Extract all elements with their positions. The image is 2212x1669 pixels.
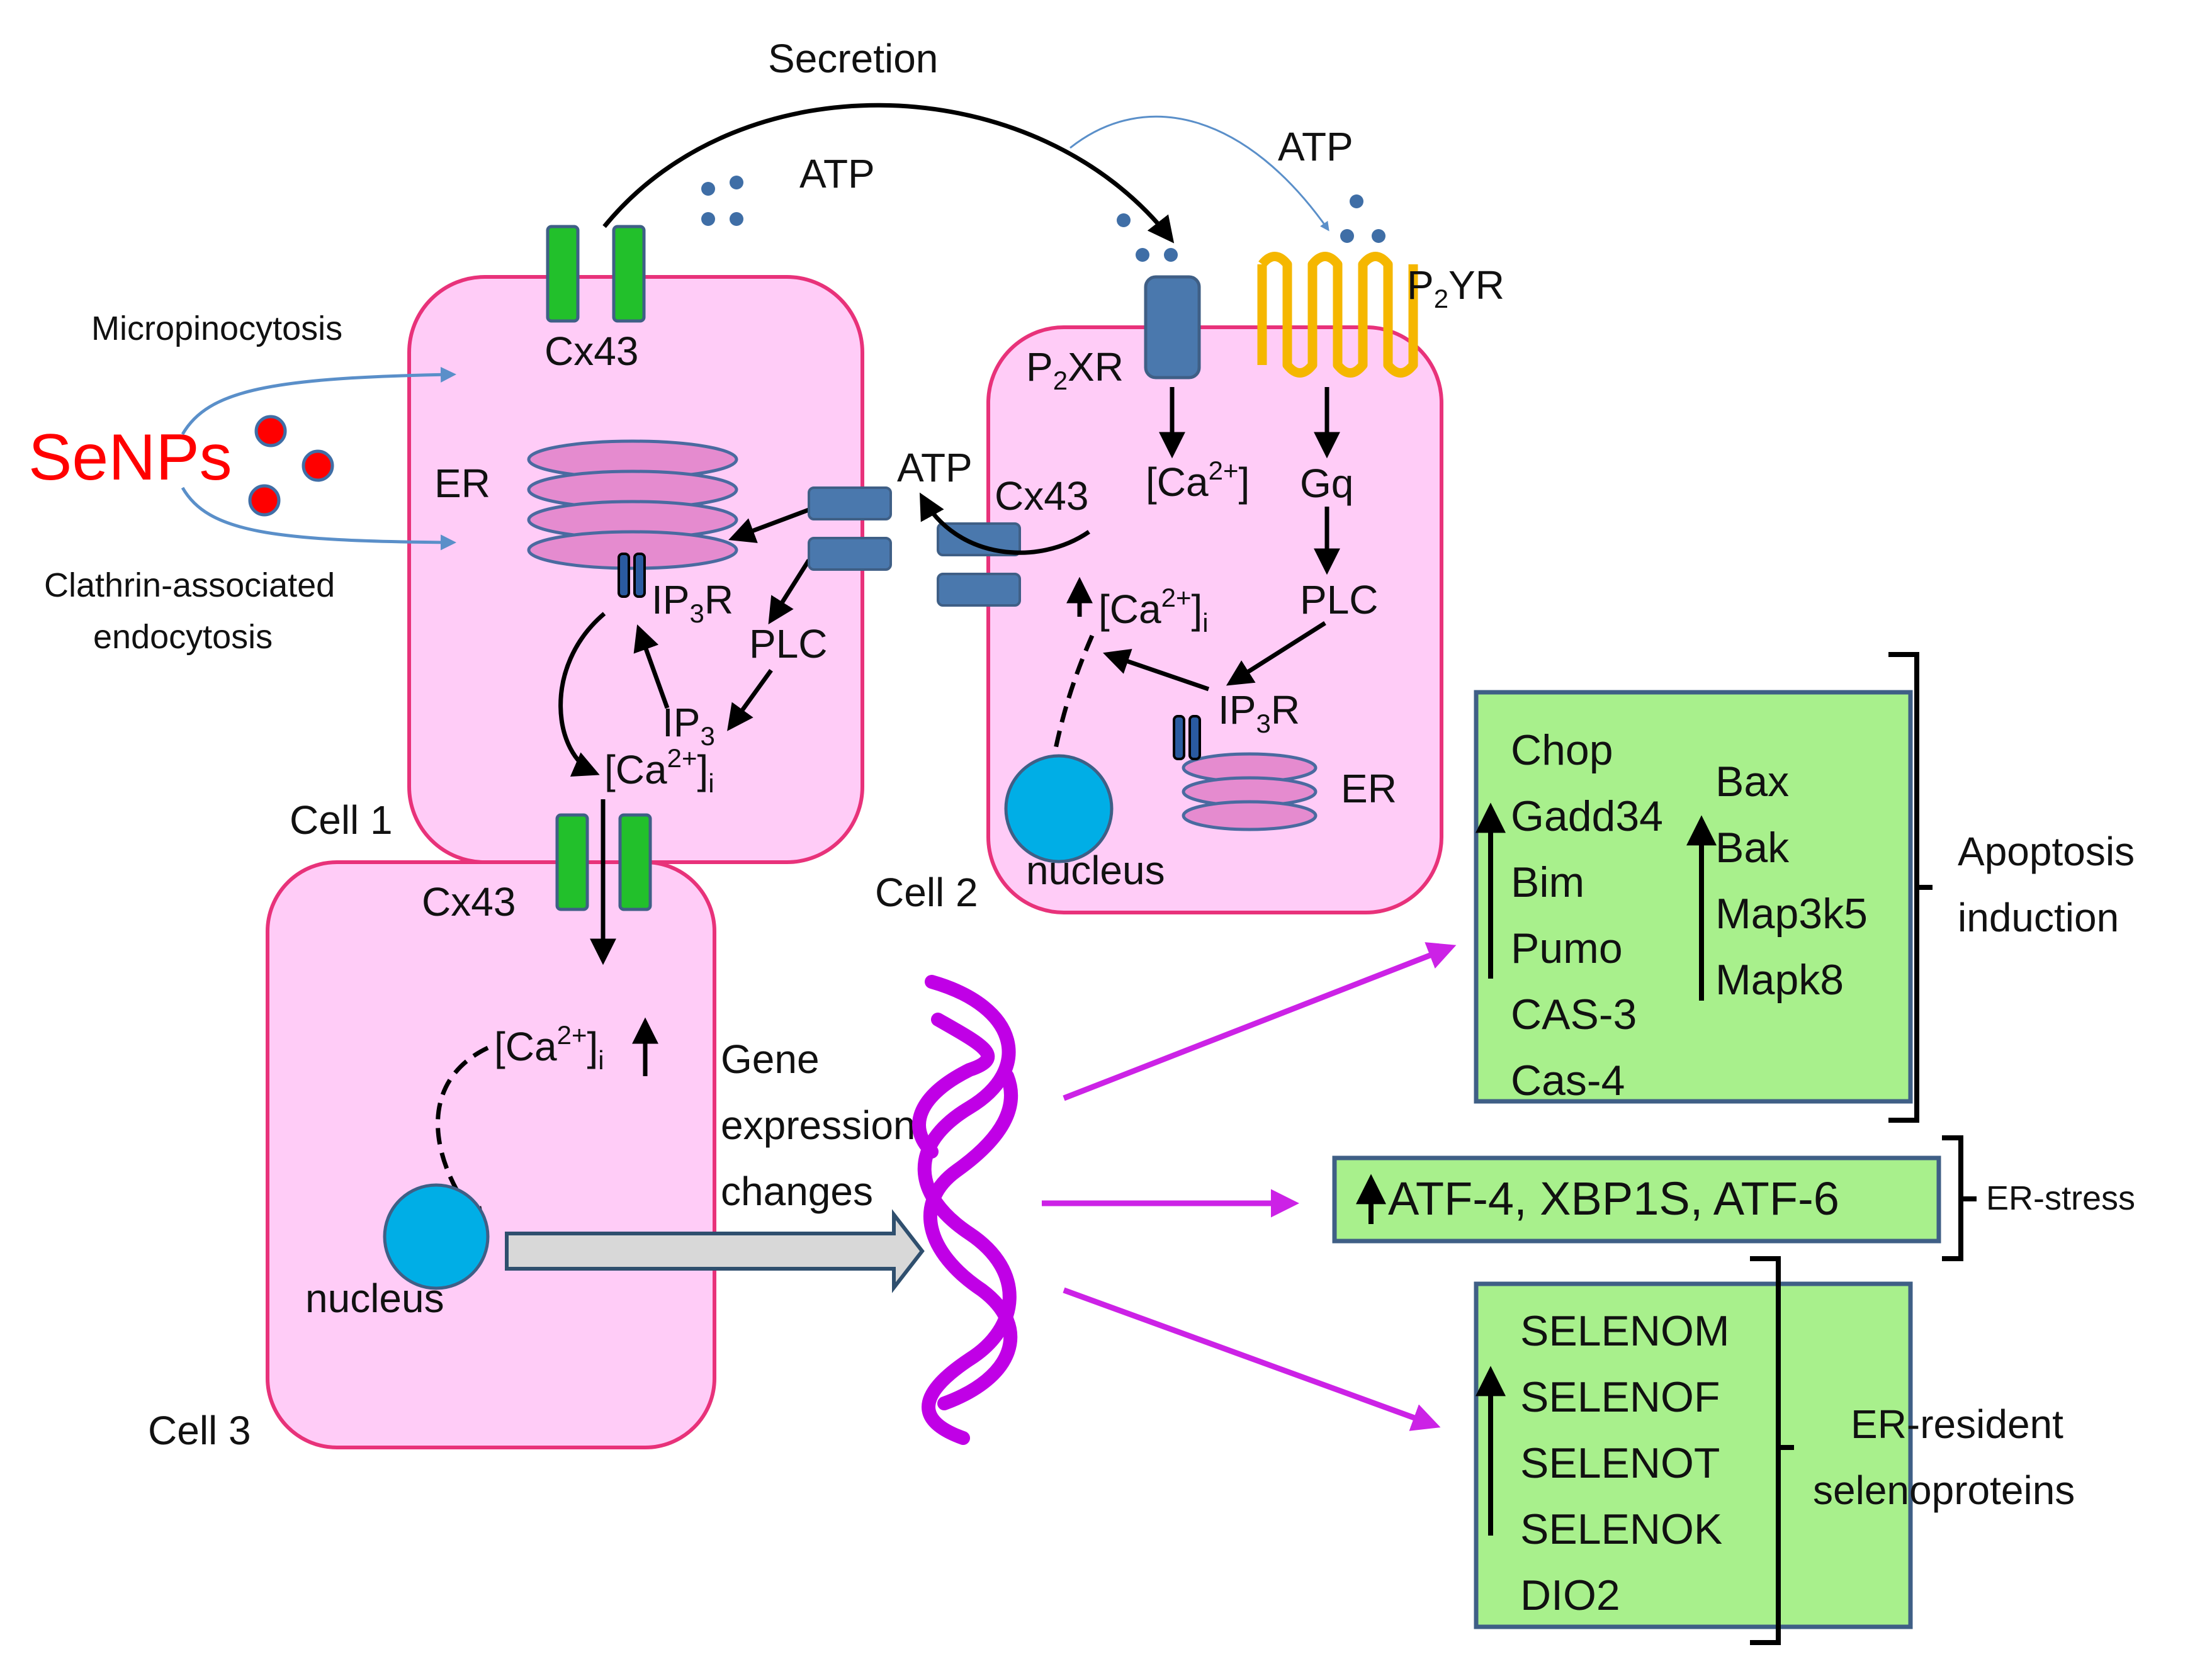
dna-to-apoptosis-arrow (1063, 942, 1457, 1101)
cell2-label: Cell 2 (875, 870, 978, 915)
gene-name: SELENOK (1520, 1505, 1722, 1553)
gene-name: Bak (1715, 824, 1790, 872)
apoptosis-label-2: induction (1958, 895, 2119, 940)
cell2-ip3r-label: IP3R (1218, 687, 1300, 738)
cell3-cx43-label: Cx43 (422, 879, 516, 924)
gene-name: Gadd34 (1511, 792, 1663, 840)
cell1-cx43-to-er-arrow (728, 507, 810, 543)
cell1-ip3r-label: IP3R (652, 577, 733, 628)
senp-particle-icon (248, 415, 334, 517)
cell2-plc-label: PLC (1300, 577, 1379, 622)
cell2-er-label: ER (1341, 766, 1397, 811)
apoptosis-genes-box (1474, 690, 1913, 1104)
cell2-atp-label: ATP (897, 445, 973, 490)
gene-name: Map3k5 (1715, 890, 1868, 938)
cell2-atp-release-arrow (919, 492, 1090, 555)
ip3r-to-ca-arrow (1103, 649, 1210, 692)
selenoproteins-label-2: selenoproteins (1813, 1468, 2075, 1513)
p2x-receptor-icon (1144, 275, 1201, 379)
cell3-nucleus-icon (383, 1183, 490, 1290)
er-stress-genes-box (1332, 1155, 1941, 1244)
cell2-nucleus-icon (1004, 754, 1114, 863)
cell-3-body (266, 860, 716, 1449)
plc-to-ip3r-arrow (1226, 621, 1326, 686)
cell2-ip3r-icon (1173, 715, 1201, 760)
gene-name: Bim (1511, 858, 1584, 906)
gene-name: SELENOT (1520, 1439, 1720, 1487)
atp-dot-icon (701, 176, 1385, 262)
cell2-ca-i-label: [Ca2+]i (1098, 583, 1209, 638)
cell2-er-icon (1182, 752, 1318, 831)
cx43-gap-junction-icon (808, 486, 1021, 607)
selenoproteins-gene-list: SELENOM SELENOF SELENOT SELENOK DIO2 (1520, 1307, 1730, 1619)
senps-label: SeNPs (28, 421, 232, 494)
cell2-nucleus-label: nucleus (1026, 848, 1165, 893)
cell1-label: Cell 1 (290, 797, 393, 843)
gene-name: Cas-4 (1511, 1057, 1625, 1104)
p2xr-label: P2XR (1026, 344, 1124, 395)
p2yr-label: P2YR (1407, 262, 1504, 313)
cell1-ip3-to-ip3r-arrow (633, 624, 670, 709)
cell2-ca-influx-label: [Ca2+] (1146, 456, 1250, 505)
cell1-cx43-label: Cx43 (545, 329, 638, 374)
cell1-cx43-to-plc-arrow (768, 559, 811, 625)
gene-name: Chop (1511, 726, 1613, 774)
cell1-ca-label: [Ca2+]i (604, 743, 714, 798)
gene-name: Pumo (1511, 924, 1623, 972)
dna-helix-icon (912, 975, 1019, 1445)
gene-expression-label-3: changes (721, 1169, 873, 1214)
micropinocytosis-arrow (181, 366, 456, 436)
selenoproteins-label-1: ER-resident (1851, 1402, 2063, 1447)
gene-name: DIO2 (1520, 1571, 1620, 1619)
er-stress-bracket (1942, 1135, 1977, 1261)
cell1-er-label: ER (434, 461, 490, 506)
cell2-gq-label: Gq (1300, 461, 1353, 506)
gene-name: CAS-3 (1511, 991, 1637, 1038)
gene-expression-label-2: expression (721, 1103, 916, 1148)
gene-name: SELENOF (1520, 1373, 1720, 1421)
secretion-arrow (602, 103, 1175, 244)
apoptosis-right-gene-list: Bax Bak Map3k5 Mapk8 (1715, 758, 1868, 1004)
cx43-bottom-connexin-icon (555, 813, 652, 911)
atp-flow-arrow (1069, 115, 1329, 232)
cell1-plc-label: PLC (749, 621, 828, 666)
apoptosis-label-1: Apoptosis (1958, 829, 2135, 874)
selenoproteins-box (1474, 1281, 1913, 1629)
cell1-plc-to-ip3-arrow (727, 668, 773, 731)
clathrin-label-1: Clathrin-associated (44, 566, 335, 604)
endocytosis-arrow (181, 486, 456, 551)
gene-name: Mapk8 (1715, 956, 1844, 1004)
clathrin-label-2: endocytosis (93, 618, 273, 656)
expression-block-arrow (505, 1209, 925, 1293)
cell-2-body (986, 325, 1443, 914)
selenoproteins-bracket (1750, 1256, 1794, 1645)
cell2-cx43-label: Cx43 (995, 473, 1088, 519)
apoptosis-bracket (1888, 652, 1933, 1123)
cx43-top-connexin-icon (546, 225, 646, 323)
gene-name: Bax (1715, 758, 1789, 806)
cell3-label: Cell 3 (148, 1408, 251, 1453)
secretion-label: Secretion (768, 36, 938, 81)
p2y-receptor-icon (1257, 252, 1418, 378)
atp-label-top-right: ATP (1278, 124, 1353, 169)
cell1-er-icon (527, 439, 738, 570)
apoptosis-left-gene-list: Chop Gadd34 Bim Pumo CAS-3 Cas-4 (1511, 726, 1663, 1104)
atp-label-top-left: ATP (799, 151, 875, 196)
cell3-nucleus-label: nucleus (305, 1276, 444, 1321)
cell1-ip3r-to-ca-arrow (558, 612, 606, 777)
micropinocytosis-label: Micropinocytosis (91, 310, 342, 347)
gene-name: SELENOM (1520, 1307, 1730, 1355)
dna-to-selenoproteins-arrow (1063, 1287, 1441, 1431)
er-stress-genes: ATF-4, XBP1S, ATF-6 (1388, 1172, 1839, 1225)
cell1-ip3r-icon (618, 553, 646, 598)
gene-expression-label-1: Gene (721, 1037, 820, 1082)
cell3-ca-label: [Ca2+]i (494, 1020, 604, 1075)
er-stress-label: ER-stress (1986, 1179, 2135, 1217)
